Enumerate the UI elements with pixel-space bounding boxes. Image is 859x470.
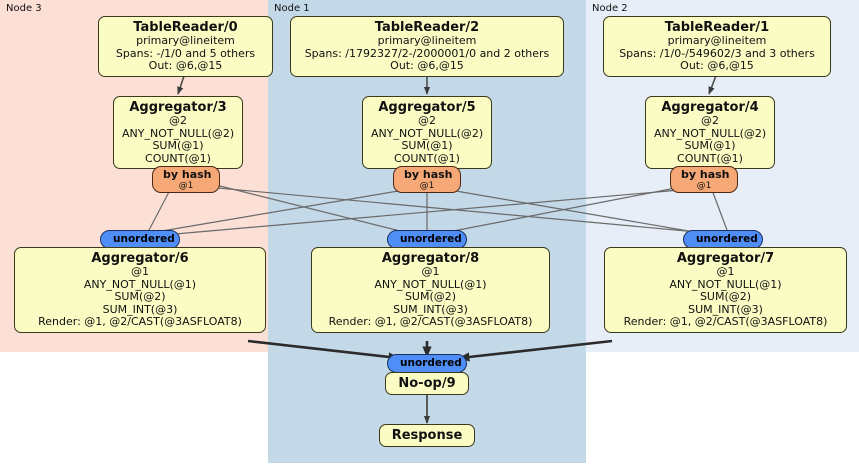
- processor-line: COUNT(@1): [394, 151, 460, 165]
- router-detail: @1: [696, 181, 712, 191]
- panel-node-1-label: Node 1: [274, 3, 310, 14]
- processor-line: SUM(@2): [114, 290, 166, 303]
- processor-line: primary@lineitem: [667, 34, 767, 47]
- router-title: by hash: [681, 168, 730, 181]
- processor-title: Aggregator/3: [129, 100, 227, 115]
- processor-line: @1: [716, 265, 735, 278]
- processor-line: SUM_INT(@3): [688, 302, 763, 316]
- processor-title: TableReader/2: [374, 20, 480, 35]
- router-by-hash-mid[interactable]: by hash @1: [393, 166, 461, 193]
- processor-line: SUM(@1): [684, 139, 736, 152]
- processor-line: ANY_NOT_NULL(@2): [371, 126, 484, 140]
- processor-aggregator-4[interactable]: Aggregator/4 @2 ANY_NOT_NULL(@2) SUM(@1)…: [645, 96, 775, 169]
- panel-node-2-label: Node 2: [592, 3, 628, 14]
- processor-line: Spans: /1792327/2-/2000001/0 and 2 other…: [304, 46, 550, 60]
- router-title: by hash: [163, 168, 212, 181]
- processor-line: ANY_NOT_NULL(@1): [669, 277, 782, 291]
- processor-line: Out: @6,@15: [390, 59, 464, 72]
- router-detail: @1: [178, 181, 194, 191]
- edge-reader-to-agg: [177, 72, 718, 95]
- processor-line: @2: [169, 114, 187, 127]
- router-detail: @1: [419, 181, 435, 191]
- processor-title: Response: [391, 428, 463, 443]
- panel-node-3-label: Node 3: [6, 3, 42, 14]
- processor-aggregator-7[interactable]: Aggregator/7 @1 ANY_NOT_NULL(@1) SUM(@2)…: [604, 247, 847, 333]
- processor-title: TableReader/0: [133, 20, 238, 35]
- processor-line: SUM(@1): [152, 139, 204, 152]
- synchronizer-unordered-left[interactable]: unordered: [100, 230, 180, 249]
- processor-line: SUM(@1): [401, 139, 453, 152]
- processor-line: @2: [701, 114, 719, 127]
- processor-table-reader-1[interactable]: TableReader/1 primary@lineitem Spans: /1…: [603, 16, 831, 77]
- processor-line: COUNT(@1): [677, 151, 743, 165]
- router-title: by hash: [404, 168, 453, 181]
- processor-line: SUM_INT(@3): [393, 302, 468, 316]
- synchronizer-title: unordered: [113, 233, 175, 245]
- processor-line: primary@lineitem: [136, 34, 235, 47]
- processor-line: Spans: /1/0-/549602/3 and 3 others: [619, 46, 815, 60]
- processor-line: Out: @6,@15: [680, 59, 754, 72]
- processor-line: ANY_NOT_NULL(@2): [122, 126, 235, 140]
- processor-line: Render: @1, @2/CAST(@3ASFLOAT8): [38, 315, 242, 328]
- processor-line: ANY_NOT_NULL(@2): [654, 126, 767, 140]
- processor-aggregator-8[interactable]: Aggregator/8 @1 ANY_NOT_NULL(@1) SUM(@2)…: [311, 247, 550, 333]
- processor-aggregator-3[interactable]: Aggregator/3 @2 ANY_NOT_NULL(@2) SUM(@1)…: [113, 96, 243, 169]
- processor-aggregator-5[interactable]: Aggregator/5 @2 ANY_NOT_NULL(@2) SUM(@1)…: [362, 96, 492, 169]
- processor-title: No-op/9: [398, 376, 456, 391]
- processor-line: @1: [421, 265, 440, 278]
- processor-title: Aggregator/7: [676, 251, 775, 266]
- processor-line: primary@lineitem: [377, 34, 477, 47]
- processor-line: @1: [131, 265, 149, 278]
- processor-line: SUM_INT(@3): [102, 302, 178, 316]
- processor-line: SUM(@2): [699, 290, 752, 303]
- synchronizer-title: unordered: [400, 233, 462, 245]
- edge-hash-shuffle: [147, 179, 728, 237]
- router-by-hash-right[interactable]: by hash @1: [670, 166, 738, 193]
- processor-line: Render: @1, @2/CAST(@3ASFLOAT8): [623, 315, 828, 328]
- processor-line: Out: @6,@15: [148, 59, 223, 72]
- processor-response[interactable]: Response: [379, 424, 475, 447]
- router-by-hash-left[interactable]: by hash @1: [152, 166, 220, 193]
- processor-no-op-9[interactable]: No-op/9: [385, 372, 469, 395]
- synchronizer-title: unordered: [696, 233, 758, 245]
- processor-title: Aggregator/6: [91, 251, 189, 266]
- processor-title: Aggregator/8: [381, 251, 480, 266]
- processor-title: Aggregator/4: [661, 100, 759, 115]
- processor-line: ANY_NOT_NULL(@1): [83, 277, 197, 291]
- processor-table-reader-0[interactable]: TableReader/0 primary@lineitem Spans: -/…: [98, 16, 273, 77]
- processor-line: Spans: -/1/0 and 5 others: [115, 46, 256, 60]
- processor-line: SUM(@2): [404, 290, 457, 303]
- synchronizer-title: unordered: [400, 357, 462, 369]
- processor-title: Aggregator/5: [378, 100, 476, 115]
- processor-line: ANY_NOT_NULL(@1): [374, 277, 487, 291]
- processor-title: TableReader/1: [664, 20, 770, 35]
- synchronizer-unordered-mid[interactable]: unordered: [387, 230, 467, 249]
- synchronizer-unordered-final[interactable]: unordered: [387, 354, 467, 373]
- edge-agg-to-final: [247, 339, 613, 362]
- processor-table-reader-2[interactable]: TableReader/2 primary@lineitem Spans: /1…: [290, 16, 564, 77]
- processor-line: Render: @1, @2/CAST(@3ASFLOAT8): [328, 315, 533, 328]
- processor-line: COUNT(@1): [145, 151, 211, 165]
- processor-aggregator-6[interactable]: Aggregator/6 @1 ANY_NOT_NULL(@1) SUM(@2)…: [14, 247, 266, 333]
- processor-line: @2: [418, 114, 436, 127]
